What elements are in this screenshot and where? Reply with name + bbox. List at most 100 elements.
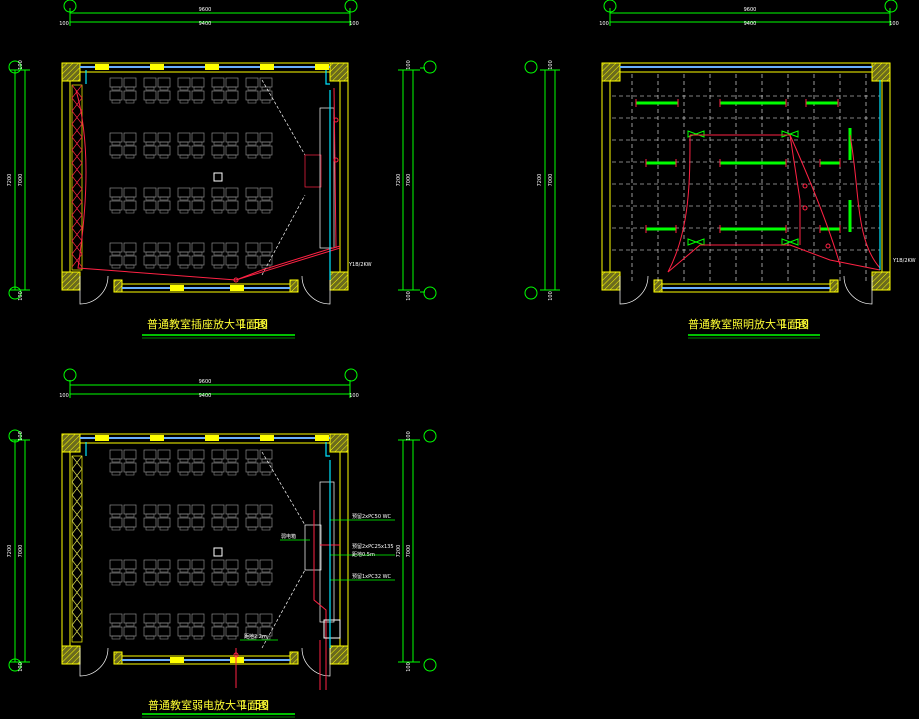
weak-cyan-lines: [85, 442, 331, 648]
chair: [247, 635, 257, 640]
chair: [111, 251, 121, 256]
chair: [145, 622, 155, 627]
chair: [111, 471, 121, 476]
desk: [123, 504, 137, 515]
desk: [225, 242, 239, 253]
desk: [177, 90, 191, 101]
chair: [261, 513, 271, 518]
chair: [227, 513, 237, 518]
chair: [193, 568, 203, 573]
desk: [245, 517, 259, 528]
chair: [125, 581, 135, 586]
chair: [261, 154, 271, 159]
chair: [159, 622, 169, 627]
chair: [125, 154, 135, 159]
chair: [261, 196, 271, 201]
chair: [145, 196, 155, 201]
desk: [225, 145, 239, 156]
chair: [227, 141, 237, 146]
desk: [143, 504, 157, 515]
dim-right-top: 100: [406, 431, 412, 441]
weak-note-height-2: 距地2.2m: [244, 633, 267, 640]
chair: [213, 458, 223, 463]
desk: [259, 132, 273, 143]
chair: [193, 141, 203, 146]
chair: [261, 622, 271, 627]
chair: [247, 196, 257, 201]
chair: [125, 209, 135, 214]
chair: [261, 526, 271, 531]
chair: [179, 251, 189, 256]
weak-walls: [61, 433, 349, 665]
chair: [193, 635, 203, 640]
weak-scale: 1:50: [240, 698, 269, 712]
desk: [177, 462, 191, 473]
chair: [227, 622, 237, 627]
desk: [143, 90, 157, 101]
desk: [245, 255, 259, 266]
desk: [211, 255, 225, 266]
chair: [145, 141, 155, 146]
chair: [261, 209, 271, 214]
desk: [191, 200, 205, 211]
desk: [123, 200, 137, 211]
lighting-doors: [619, 275, 873, 305]
chair: [247, 99, 257, 104]
desk: [245, 77, 259, 88]
dim-top-inner: 9400: [744, 21, 757, 27]
axis-bubble-icon: [423, 429, 437, 443]
weak-note-conduit-3: 预留1xPC32 WC: [352, 573, 392, 580]
chair: [247, 568, 257, 573]
dim-top-right: 100: [349, 393, 359, 399]
socket-walls: [61, 62, 349, 293]
desk: [143, 517, 157, 528]
chair: [213, 581, 223, 586]
chair: [125, 196, 135, 201]
chair: [159, 154, 169, 159]
chair: [261, 471, 271, 476]
desk: [123, 132, 137, 143]
lighting-walls: [601, 62, 891, 293]
chair: [227, 458, 237, 463]
desk: [225, 559, 239, 570]
weak-plan: 9600 9400 100 100 7200 7000 100 100 7200…: [7, 368, 437, 718]
desk: [245, 449, 259, 460]
desk: [211, 187, 225, 198]
chair: [193, 251, 203, 256]
chair: [247, 513, 257, 518]
lighting-caption: 普通教室照明放大平面图: [688, 317, 809, 331]
dim-top-total: 9600: [744, 7, 757, 13]
weak-left-partition: [71, 455, 83, 643]
chair: [159, 471, 169, 476]
axis-bubble-icon: [603, 0, 617, 13]
dim-right-bottom: 100: [406, 291, 412, 301]
ceiling-box-icon: [213, 547, 223, 557]
desk: [225, 90, 239, 101]
desk: [123, 449, 137, 460]
desk: [109, 90, 123, 101]
desk: [109, 200, 123, 211]
chair: [247, 458, 257, 463]
socket-desk-grid: [109, 77, 273, 269]
chair: [213, 209, 223, 214]
lighting-wiring: [667, 134, 881, 273]
chair: [247, 526, 257, 531]
chair: [247, 251, 257, 256]
chair: [261, 635, 271, 640]
desk: [245, 242, 259, 253]
dim-top-left: 100: [59, 393, 69, 399]
desk: [211, 572, 225, 583]
axis-bubble-icon: [524, 60, 538, 74]
chair: [193, 86, 203, 91]
dim-left-bottom: 100: [18, 291, 24, 301]
desk: [109, 132, 123, 143]
desk: [191, 449, 205, 460]
desk: [259, 613, 273, 624]
chair: [159, 568, 169, 573]
desk: [157, 200, 171, 211]
desk: [123, 572, 137, 583]
desk: [211, 449, 225, 460]
desk: [143, 200, 157, 211]
dim-top-right: 100: [349, 21, 359, 27]
dim-left-bottom: 100: [18, 662, 24, 672]
